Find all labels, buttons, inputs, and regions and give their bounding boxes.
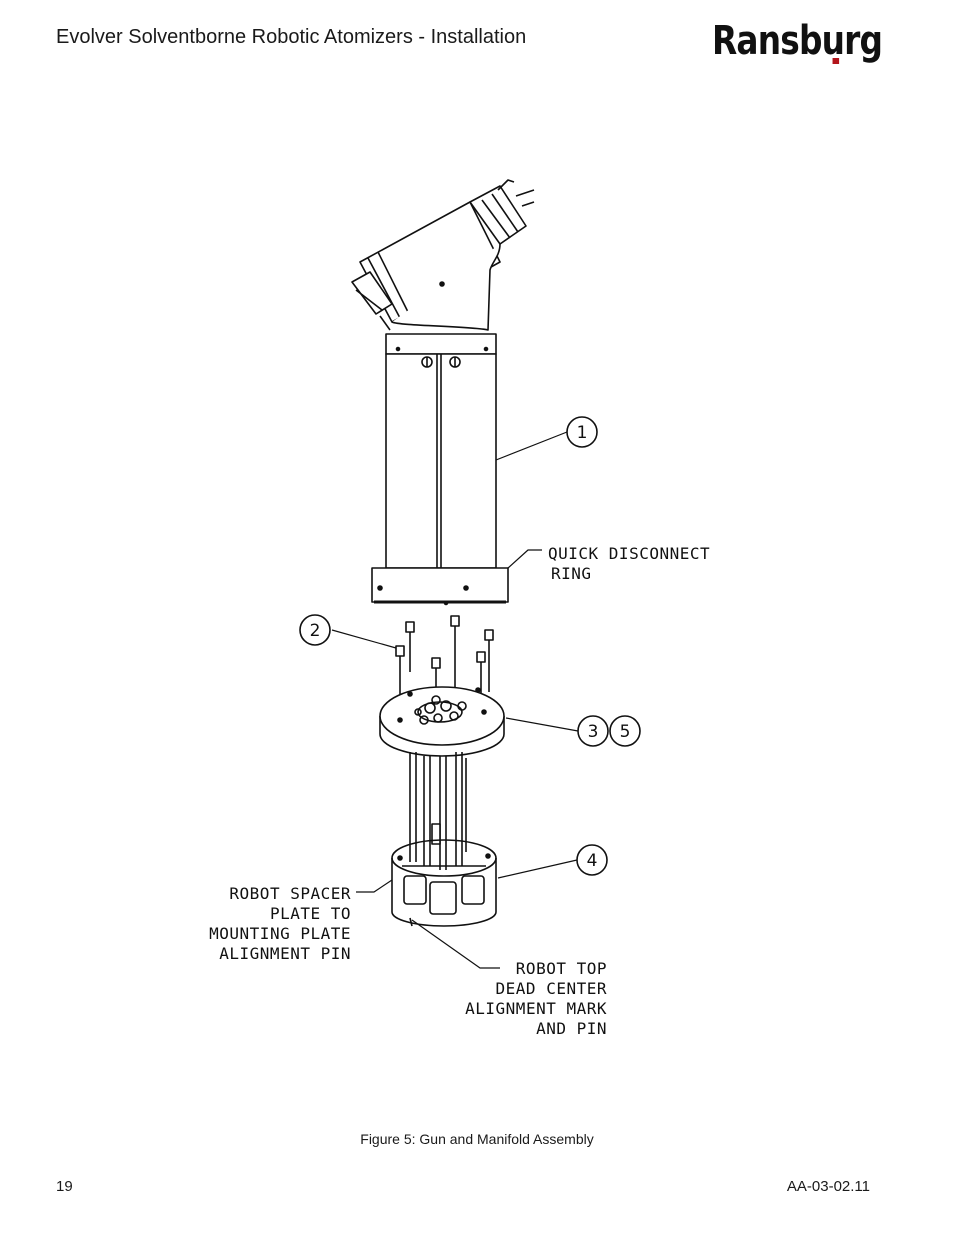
tdc-label-line-3: ALIGNMENT MARK xyxy=(465,999,607,1018)
spacer-pin-label-line-2: PLATE TO xyxy=(270,904,351,923)
page-number: 19 xyxy=(56,1178,73,1195)
callout-bubble-1 xyxy=(566,416,598,448)
tdc-label-line-2: DEAD CENTER xyxy=(496,979,607,998)
leader-lines xyxy=(331,431,579,969)
manifold-plate xyxy=(379,686,505,757)
mounting-screws xyxy=(395,615,494,706)
document-code: AA-03-02.11 xyxy=(786,1178,870,1195)
callout-bubble-2 xyxy=(299,614,331,646)
gun-body xyxy=(385,333,497,569)
spacer-pin-label-line-1: ROBOT SPACER xyxy=(229,884,351,903)
callout-number-2: 2 xyxy=(310,621,321,641)
atomizer-head xyxy=(351,179,535,331)
spacer-tubes xyxy=(409,752,467,870)
quick-disconnect-label-line-1: QUICK DISCONNECT xyxy=(548,544,710,563)
logo-accent-mark xyxy=(832,58,840,64)
quick-disconnect-label-line-2: RING xyxy=(551,564,592,583)
callout-number-3: 3 xyxy=(588,722,599,742)
robot-spacer xyxy=(391,839,497,927)
callout-bubble-3 xyxy=(577,715,609,747)
callout-number-4: 4 xyxy=(587,851,598,871)
tdc-label-line-1: ROBOT TOP xyxy=(516,959,607,978)
spacer-pin-label-line-4: ALIGNMENT PIN xyxy=(219,944,351,963)
quick-disconnect-ring xyxy=(371,567,509,606)
callout-number-5: 5 xyxy=(620,722,631,742)
logo-text: Ransburg xyxy=(712,18,883,64)
page-header-title: Evolver Solventborne Robotic Atomizers -… xyxy=(56,26,527,48)
callout-bubble-4 xyxy=(576,844,608,876)
figure-caption: Figure 5: Gun and Manifold Assembly xyxy=(360,1131,594,1147)
ransburg-logo: Ransburg xyxy=(712,18,883,64)
spacer-pin-label-line-3: MOUNTING PLATE xyxy=(209,924,351,943)
tdc-label-line-4: AND PIN xyxy=(536,1019,607,1038)
callout-number-1: 1 xyxy=(577,423,588,443)
callout-bubble-5 xyxy=(609,715,641,747)
